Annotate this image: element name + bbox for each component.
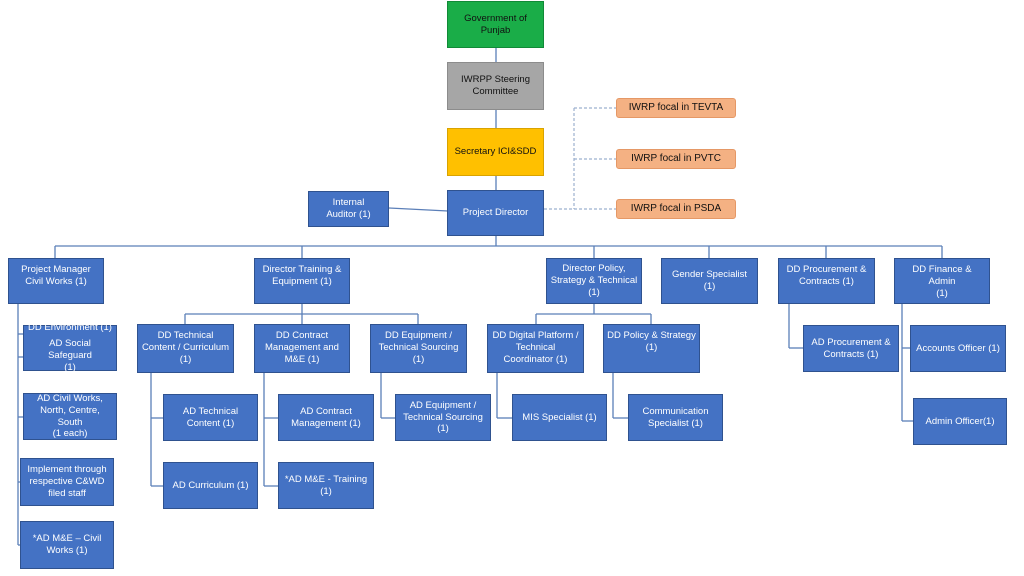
ad-me-civil-works-box: *AD M&E – Civil Works (1): [20, 521, 114, 569]
dd-policy-strategy-box: DD Policy & Strategy (1): [603, 324, 700, 373]
project-director-box: Project Director: [447, 190, 544, 236]
dd-procurement-box: DD Procurement & Contracts (1): [778, 258, 875, 304]
ad-social-safeguard-label: AD Social Safeguard (1): [48, 338, 92, 373]
gender-specialist-box: Gender Specialist (1): [661, 258, 758, 304]
government-of-punjab-box: Government of Punjab: [447, 1, 544, 48]
implement-through-box: Implement through respective C&WD filed …: [20, 458, 114, 506]
director-training-box: Director Training & Equipment (1): [254, 258, 350, 304]
admin-officer-box: Admin Officer(1): [913, 398, 1007, 445]
pm-civil-dd-ad-box: DD Environment (1) AD Social Safeguard (…: [23, 322, 117, 373]
focal-pvtc-box: IWRP focal in PVTC: [616, 149, 736, 169]
dd-digital-platform-box: DD Digital Platform / Technical Coordina…: [487, 324, 584, 373]
internal-auditor-box: Internal Auditor (1): [308, 191, 389, 227]
dd-environment-label: DD Environment (1): [28, 322, 112, 334]
ad-civil-works-box: AD Civil Works, North, Centre, South (1 …: [23, 393, 117, 440]
ad-procurement-box: AD Procurement & Contracts (1): [803, 325, 899, 372]
ad-equipment-box: AD Equipment / Technical Sourcing (1): [395, 394, 491, 441]
ad-curriculum-box: AD Curriculum (1): [163, 462, 258, 509]
dd-contract-management-box: DD Contract Management and M&E (1): [254, 324, 350, 373]
mis-specialist-box: MIS Specialist (1): [512, 394, 607, 441]
director-policy-box: Director Policy, Strategy & Technical (1…: [546, 258, 642, 304]
pm-civil-works-box: Project Manager Civil Works (1): [8, 258, 104, 304]
steering-committee-box: IWRPP Steering Committee: [447, 62, 544, 110]
ad-me-training-box: *AD M&E - Training (1): [278, 462, 374, 509]
dd-technical-content-box: DD Technical Content / Curriculum (1): [137, 324, 234, 373]
accounts-officer-box: Accounts Officer (1): [910, 325, 1006, 372]
ad-contract-management-box: AD Contract Management (1): [278, 394, 374, 441]
ad-technical-content-box: AD Technical Content (1): [163, 394, 258, 441]
communication-specialist-box: Communication Specialist (1): [628, 394, 723, 441]
dd-equipment-box: DD Equipment / Technical Sourcing (1): [370, 324, 467, 373]
secretary-box: Secretary ICI&SDD: [447, 128, 544, 176]
focal-tevta-box: IWRP focal in TEVTA: [616, 98, 736, 118]
focal-psda-box: IWRP focal in PSDA: [616, 199, 736, 219]
dd-finance-box: DD Finance & Admin (1): [894, 258, 990, 304]
